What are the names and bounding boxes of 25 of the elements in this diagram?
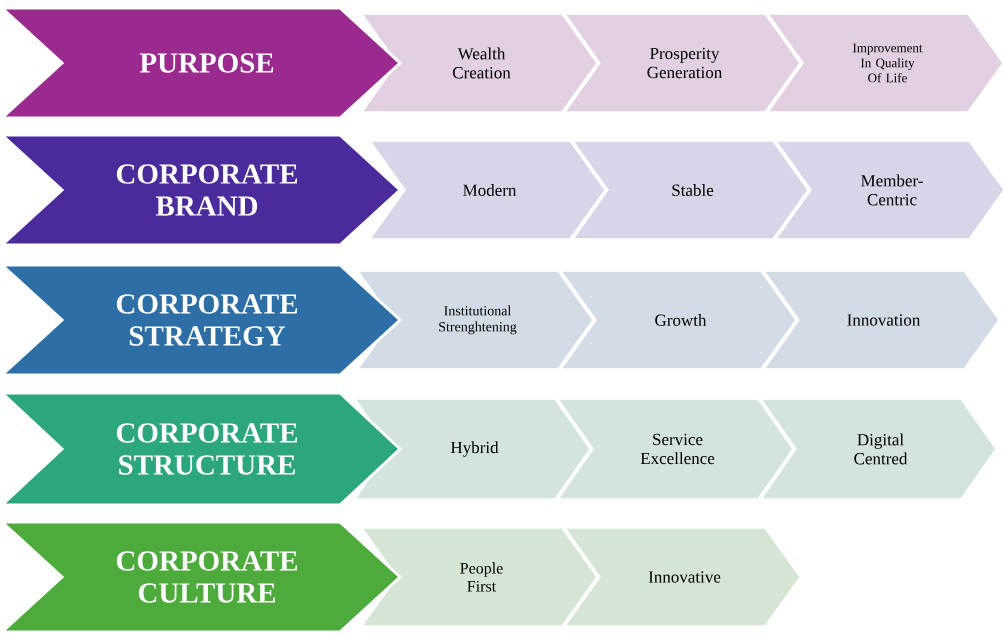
step-box: Modern: [368, 140, 606, 240]
step-box: Improvement In Quality Of Life: [766, 13, 1004, 113]
step-box: Member-Centric: [774, 140, 1004, 240]
step-box: Wealth Creation: [360, 13, 598, 113]
heading-banner: PURPOSE: [0, 6, 403, 120]
heading-banner: CORPORATE STRUCTURE: [0, 391, 403, 507]
step-box: Hybrid: [353, 398, 591, 500]
step-box: Stable: [571, 140, 809, 240]
node-label: Digital Centred: [854, 433, 908, 465]
node-label: Member-Centric: [861, 174, 923, 206]
step-box: Innovation: [762, 270, 1000, 370]
step-box: Prosperity Generation: [563, 13, 801, 113]
step-box: Service Excellence: [556, 398, 794, 500]
step-box: Digital Centred: [759, 398, 997, 500]
node-label: Innovation: [847, 314, 921, 326]
node-label: People First: [460, 562, 503, 592]
step-box: People First: [360, 527, 598, 627]
node-label: Innovative: [648, 571, 721, 583]
step-box: Growth: [559, 270, 797, 370]
heading-banner: CORPORATE BRAND: [0, 133, 403, 247]
step-box: Innovative: [563, 527, 801, 627]
heading-banner: CORPORATE CULTURE: [0, 520, 403, 634]
node-label: Improvement In Quality Of Life: [852, 43, 923, 83]
heading-banner: CORPORATE STRATEGY: [0, 263, 403, 377]
step-box: Institutional Strenghtening: [356, 270, 594, 370]
